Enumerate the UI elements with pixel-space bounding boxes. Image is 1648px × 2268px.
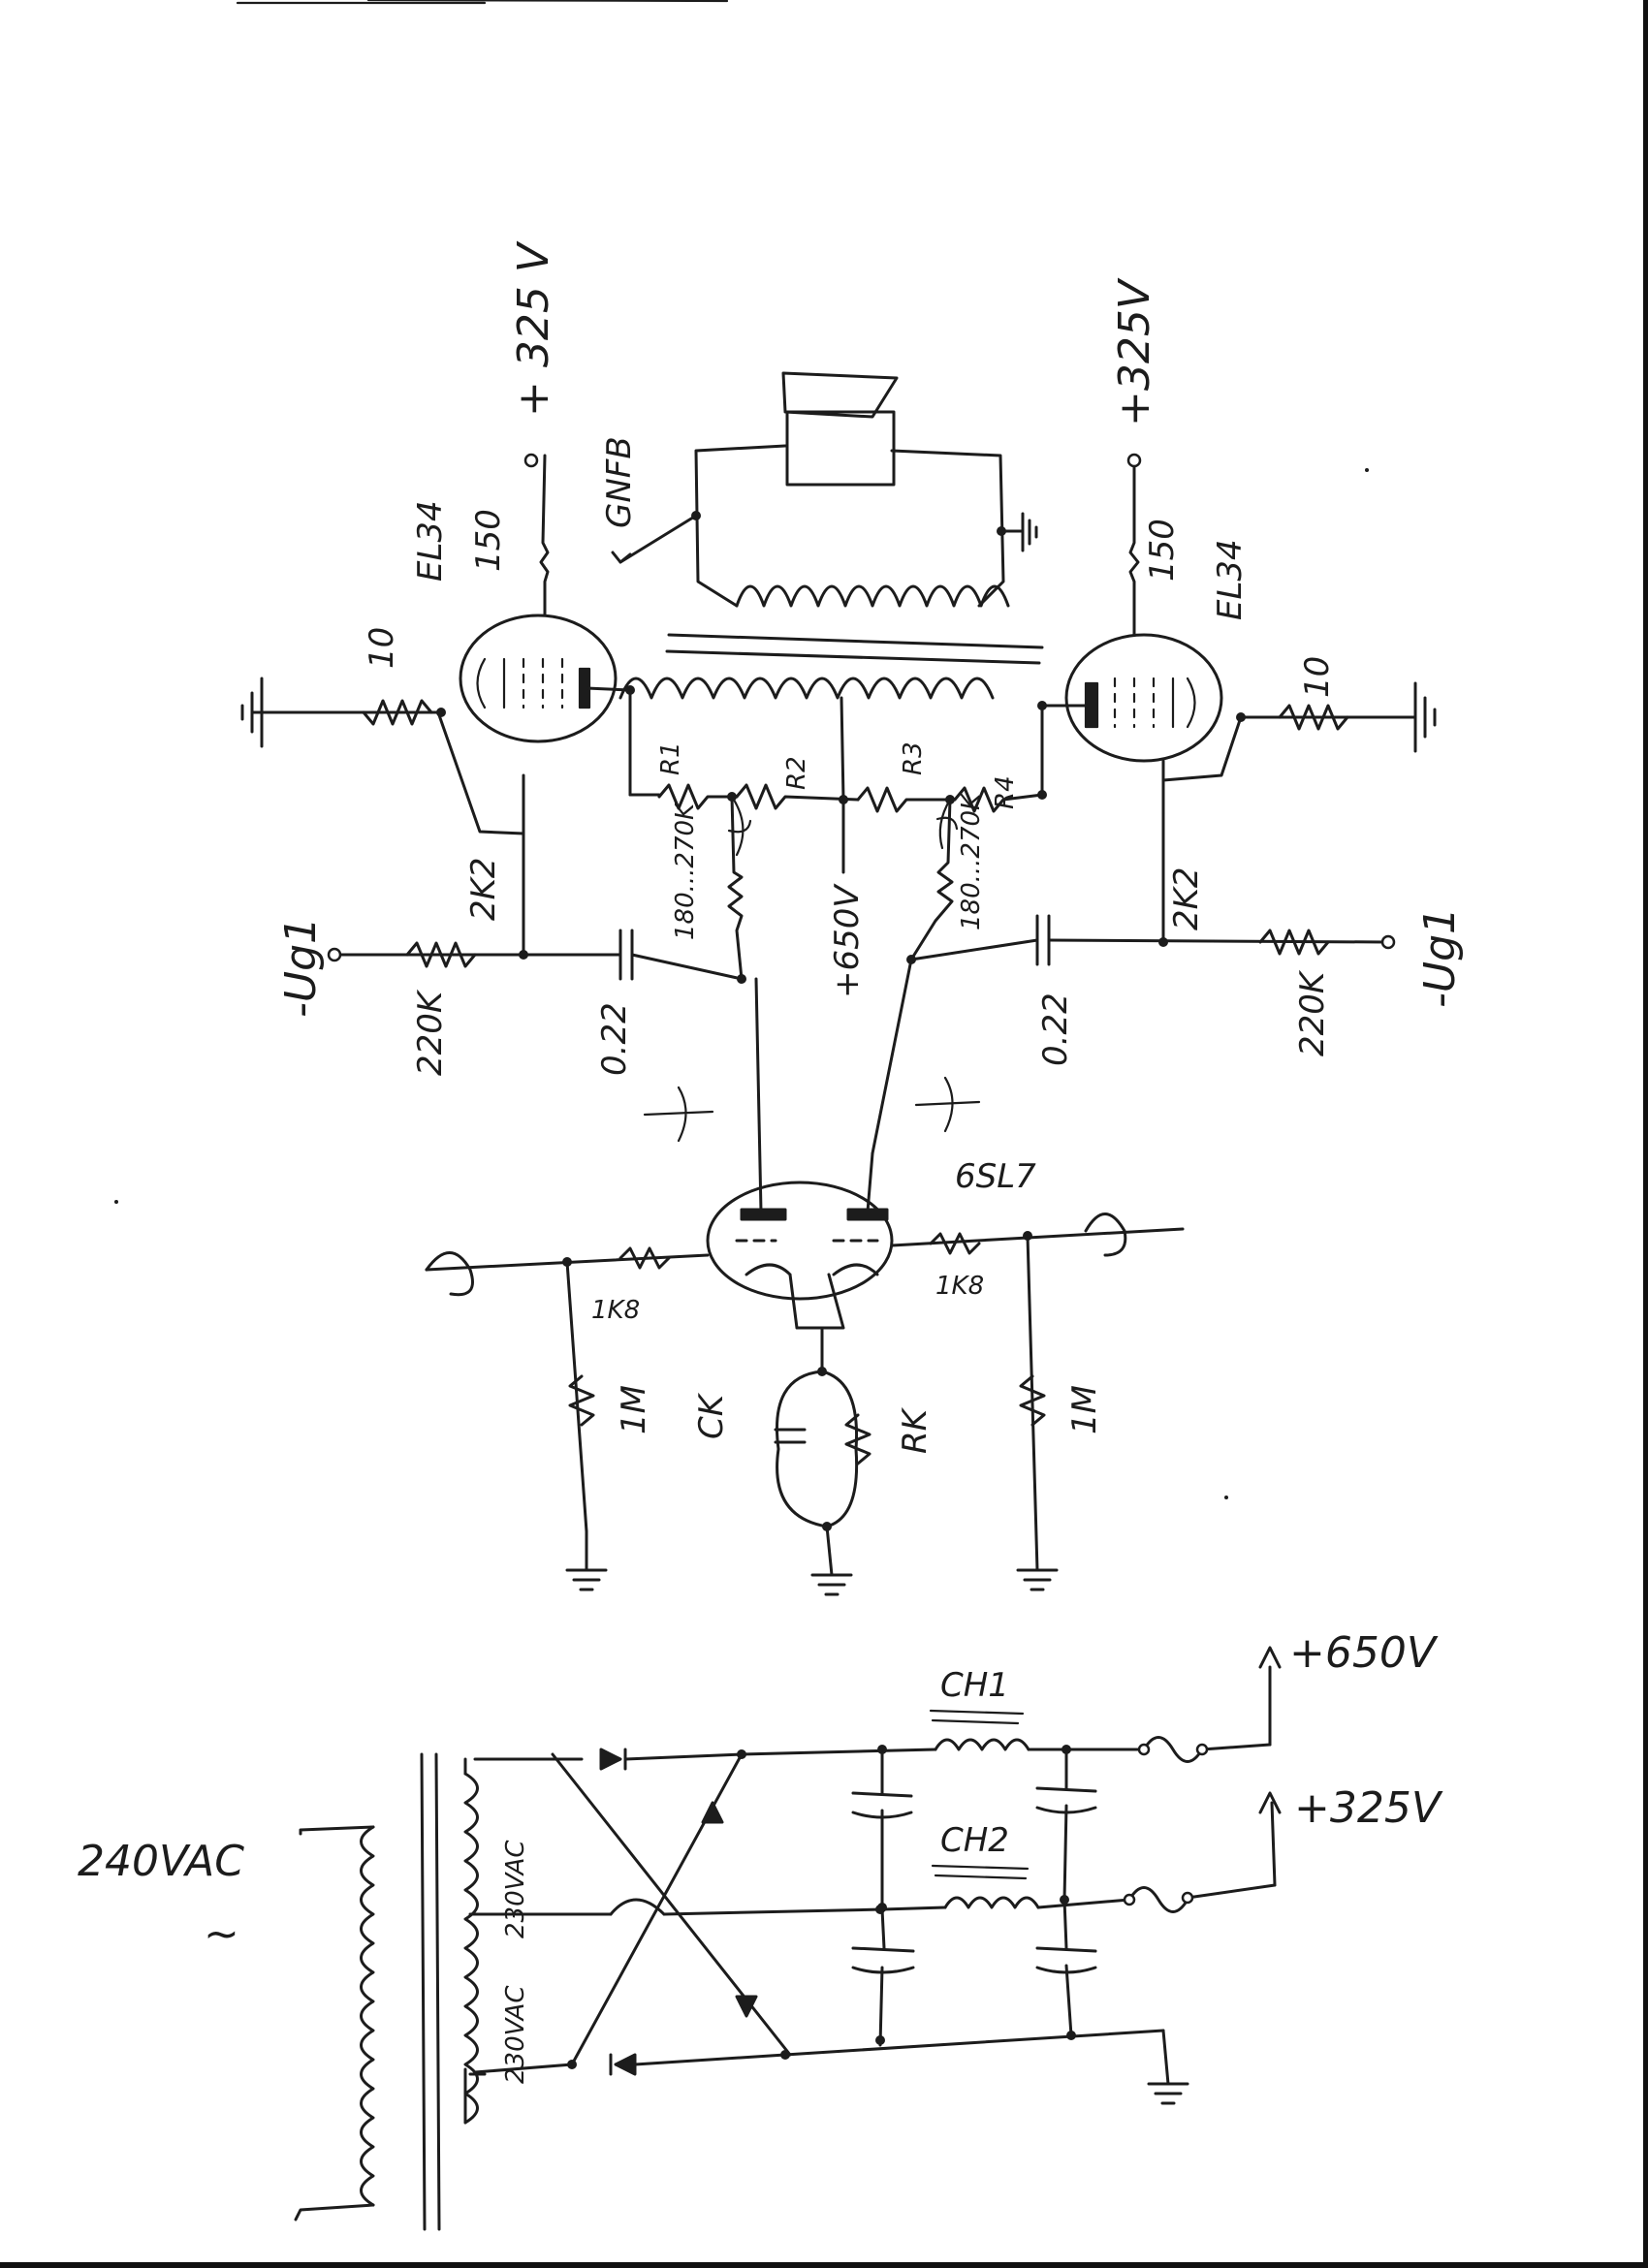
ps-ground-icon xyxy=(1147,2082,1189,2105)
choke-2-label: CH2 xyxy=(940,1821,1009,1860)
ps-out-325-label: +325V xyxy=(1294,1783,1443,1833)
driver-signal-icons xyxy=(643,1076,981,1143)
bias-network-right xyxy=(906,812,1396,966)
cathode-network xyxy=(774,1326,872,1577)
plus-325-top-right-label: +325V xyxy=(1110,277,1159,426)
secondary-ground-icon xyxy=(999,512,1038,552)
grid-stop-right-label: 10 xyxy=(1298,656,1337,698)
output-transformer: GNFB xyxy=(600,371,1044,700)
r2-label: R2 xyxy=(782,756,811,790)
tube-left-label: EL34 xyxy=(411,500,450,582)
neg-bias-right-label: -Ug1 xyxy=(1415,907,1465,1008)
cathode-res-label: RK xyxy=(896,1406,935,1454)
neg-bias-left-label: -Ug1 xyxy=(276,917,326,1018)
chassis-ground-right-icon xyxy=(1413,681,1437,753)
gnfb-label: GNFB xyxy=(600,436,639,528)
r3-label: R3 xyxy=(899,741,928,775)
driver-input-right xyxy=(890,1213,1185,1572)
grid-leak-right-ground-icon xyxy=(1016,1568,1059,1591)
grid-stop-driver-right-label: 1K8 xyxy=(935,1272,984,1301)
speaker-icon xyxy=(781,371,899,487)
top-stray-lines xyxy=(236,0,729,5)
b-plus-650-mid-label: +650V xyxy=(828,883,867,998)
screen-res-left-label: 150 xyxy=(469,509,508,572)
screen-res-right xyxy=(1128,461,1140,637)
tube-right-label: EL34 xyxy=(1211,539,1250,620)
scan-right-edge xyxy=(1643,0,1648,2268)
plus-325-top-left-label: + 325 V xyxy=(509,240,558,417)
grid-res-left-label: 2K2 xyxy=(464,857,503,921)
choke-1-label: CH1 xyxy=(940,1666,1009,1705)
power-core xyxy=(420,1752,441,2231)
scan-bottom-edge xyxy=(0,2262,1648,2268)
cathode-ground-icon xyxy=(810,1573,853,1596)
grid-stop-driver-left-label: 1K8 xyxy=(591,1296,640,1325)
mains-symbol: ~ xyxy=(204,1909,239,1959)
grid-res-right-label: 2K2 xyxy=(1167,866,1206,930)
chassis-ground-left-icon xyxy=(240,677,264,748)
el34-right: EL34 150 10 +325V xyxy=(1040,277,1437,816)
coupling-cap-left-label: 0.22 xyxy=(595,1002,634,1076)
paper-marks xyxy=(114,468,1369,1499)
screen-res-left xyxy=(539,454,550,617)
grid-stop-right-resistor xyxy=(1278,704,1349,731)
bias-res-left-label: 220K xyxy=(411,989,450,1076)
coupling-cap-right-label: 0.22 xyxy=(1036,992,1075,1066)
plate-load-right xyxy=(909,798,954,961)
mains-label: 240VAC xyxy=(78,1837,244,1886)
driver-tube-label: 6SL7 xyxy=(955,1157,1036,1196)
r4-label: R4 xyxy=(991,775,1020,809)
gnfb-tap xyxy=(611,514,698,564)
grid-leak-left-ground-icon xyxy=(565,1568,608,1591)
grid-stop-left-resistor xyxy=(362,699,433,726)
ps-out-650-label: +650V xyxy=(1289,1628,1439,1678)
r1-label: R1 xyxy=(656,741,685,775)
grid-leak-left-label: 1M xyxy=(615,1385,653,1434)
plate-load-left-label: 180...270K xyxy=(671,802,700,940)
bias-network-left xyxy=(327,832,746,984)
choke-label-underlines xyxy=(929,1709,1030,1880)
grid-leak-right-label: 1M xyxy=(1065,1385,1104,1434)
secondary-upper-label: 230VAC xyxy=(501,1840,530,1938)
transformer-core xyxy=(665,633,1044,665)
plate-load-left xyxy=(727,795,744,981)
primary-winding xyxy=(618,677,995,700)
el34-right-wiring xyxy=(1040,704,1417,816)
cathode-cap-label: CK xyxy=(692,1392,731,1439)
power-transformer xyxy=(294,1752,479,2231)
bias-res-right-label: 220K xyxy=(1293,969,1332,1056)
plate-load-right-label: 180...270K xyxy=(957,792,986,930)
filter-network xyxy=(740,1646,1282,2086)
el34-left: EL34 150 10 + 325 V xyxy=(240,240,632,835)
grid-stop-left-label: 10 xyxy=(363,627,401,669)
secondary-winding xyxy=(691,444,1010,608)
driver-6sl7 xyxy=(706,958,913,1330)
screen-res-right-label: 150 xyxy=(1143,519,1182,582)
primary-winding xyxy=(294,1825,375,2221)
secondary-winding xyxy=(463,1757,479,2125)
rectifier-bridge xyxy=(468,1748,885,2076)
driver-input-left xyxy=(425,1246,710,1572)
